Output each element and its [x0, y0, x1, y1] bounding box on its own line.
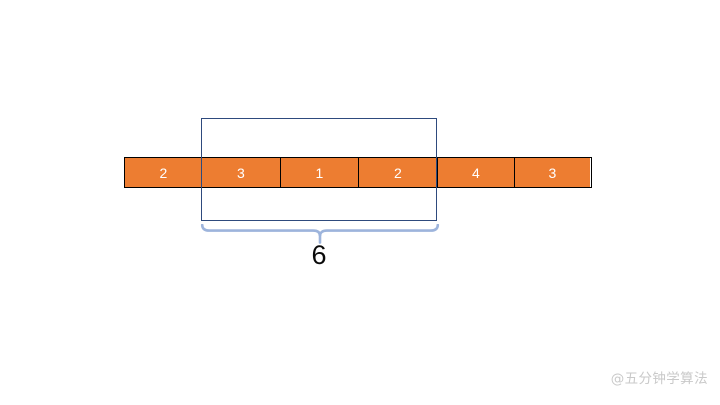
array-cell-4[interactable]: 4: [437, 158, 514, 187]
array-cell-value: 4: [472, 164, 480, 181]
span-sum-label: 6: [311, 240, 327, 270]
array-cell-5[interactable]: 3: [514, 158, 590, 187]
array-cell-value: 2: [394, 164, 402, 181]
array-cell-2[interactable]: 1: [280, 158, 358, 187]
array-cell-value: 3: [237, 164, 245, 181]
array-cell-3[interactable]: 2: [358, 158, 437, 187]
array-cell-value: 2: [159, 164, 168, 181]
brace-icon: [200, 223, 440, 244]
span-brace: [199, 223, 441, 246]
array-cell-0[interactable]: 2: [125, 158, 202, 187]
array-cell-value: 1: [315, 164, 324, 181]
watermark: @五分钟学算法: [610, 371, 708, 387]
array-bar: 2 3 1 2 4 3: [124, 157, 592, 188]
array-cell-value: 3: [548, 164, 557, 181]
array-cell-1[interactable]: 3: [202, 158, 280, 187]
